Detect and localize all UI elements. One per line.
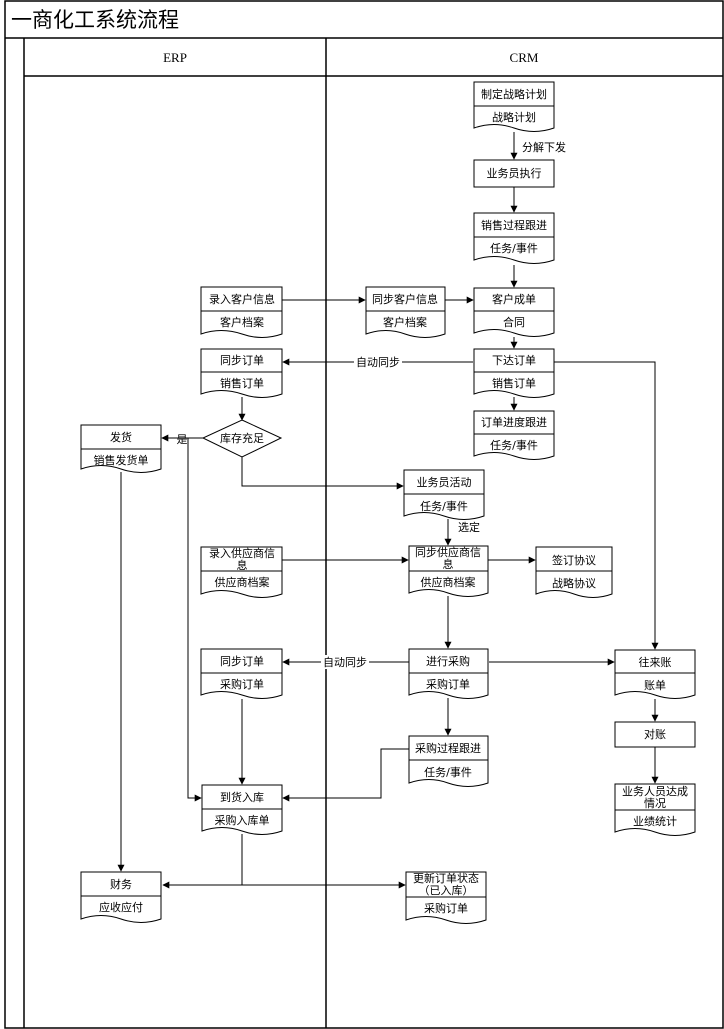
node-perf-top1: 业务人员达成 bbox=[622, 785, 688, 798]
node-syncorder1-bottom: 销售订单 bbox=[220, 376, 264, 390]
edge-stock-activity bbox=[241, 457, 404, 490]
node-custsync-top: 同步客户信息 bbox=[372, 292, 438, 306]
node-syncorder2-top: 同步订单 bbox=[220, 655, 264, 668]
node-account-top: 往来账 bbox=[639, 655, 672, 669]
node-ordertrack-top: 订单进度跟进 bbox=[481, 415, 547, 429]
node-ordertrack-bottom: 任务/事件 bbox=[490, 439, 538, 452]
node-custsync: 同步客户信息 客户档案 bbox=[365, 286, 446, 338]
node-ship-bottom: 销售发货单 bbox=[94, 453, 149, 467]
node-activity-bottom: 任务/事件 bbox=[420, 500, 468, 513]
node-reconcile: 对账 bbox=[614, 721, 696, 748]
node-finance-bottom: 应收应付 bbox=[99, 900, 143, 914]
edge-label-autosync-1: 自动同步 bbox=[356, 356, 400, 369]
node-stock-label: 库存充足 bbox=[220, 431, 264, 445]
node-supinfo: 录入供应商信 息 供应商档案 bbox=[200, 546, 283, 598]
node-activity-top: 业务员活动 bbox=[417, 476, 472, 489]
node-ship-top: 发货 bbox=[110, 430, 132, 444]
node-agree-top: 签订协议 bbox=[552, 553, 596, 567]
node-finance: 财务 应收应付 bbox=[80, 871, 162, 923]
lane-header-crm: CRM bbox=[510, 50, 539, 65]
node-supsync-top1: 同步供应商信 bbox=[415, 545, 481, 559]
node-agree: 签订协议 战略协议 bbox=[535, 546, 613, 598]
node-plan: 制定战略计划 战略计划 bbox=[473, 81, 555, 132]
node-update-bottom: 采购订单 bbox=[424, 901, 468, 915]
node-stockin-bottom: 采购入库单 bbox=[215, 813, 270, 827]
node-perf-bottom: 业绩统计 bbox=[633, 815, 677, 828]
node-placeorder: 下达订单 销售订单 bbox=[473, 348, 555, 398]
node-stockin: 到货入库 采购入库单 bbox=[201, 784, 283, 835]
node-account-bottom: 账单 bbox=[644, 679, 666, 692]
node-custdeal: 客户成单 合同 bbox=[473, 287, 555, 337]
lane-header-erp: ERP bbox=[163, 50, 187, 65]
node-perf-top2: 情况 bbox=[644, 797, 666, 810]
node-syncorder2-bottom: 采购订单 bbox=[220, 677, 264, 691]
diagram-title: 一商化工系统流程 bbox=[11, 8, 179, 32]
node-supinfo-top2: 息 bbox=[237, 558, 248, 572]
node-activity: 业务员活动 任务/事件 bbox=[403, 469, 485, 520]
edge-label-decompose: 分解下发 bbox=[522, 140, 566, 154]
node-account: 往来账 账单 bbox=[614, 649, 696, 699]
edge-placeorder-account bbox=[554, 361, 659, 650]
node-stockin-top: 到货入库 bbox=[220, 790, 264, 804]
node-reconcile-label: 对账 bbox=[644, 727, 666, 741]
node-purchase-top: 进行采购 bbox=[426, 654, 470, 668]
node-salestrack: 销售过程跟进 任务/事件 bbox=[473, 212, 555, 264]
edge-label-autosync-2: 自动同步 bbox=[323, 656, 367, 669]
node-finance-top: 财务 bbox=[110, 877, 132, 891]
node-custinfo-top: 录入客户信息 bbox=[209, 292, 275, 306]
node-placeorder-top: 下达订单 bbox=[492, 354, 536, 367]
node-custsync-bottom: 客户档案 bbox=[383, 315, 427, 329]
node-ordertrack: 订单进度跟进 任务/事件 bbox=[473, 410, 555, 460]
node-plan-top: 制定战略计划 bbox=[481, 87, 547, 101]
node-syncorder1-top: 同步订单 bbox=[220, 354, 264, 367]
node-purtrack: 采购过程跟进 任务/事件 bbox=[408, 735, 489, 787]
node-update: 更新订单状态 （已入库） 采购订单 bbox=[405, 871, 487, 924]
node-purchase-bottom: 采购订单 bbox=[426, 677, 470, 691]
node-agree-bottom: 战略协议 bbox=[552, 576, 596, 590]
node-exec: 业务员执行 bbox=[473, 159, 555, 188]
connectors bbox=[117, 132, 659, 889]
node-supsync: 同步供应商信 息 供应商档案 bbox=[408, 545, 489, 597]
node-supsync-bottom: 供应商档案 bbox=[421, 575, 476, 589]
node-exec-label: 业务员执行 bbox=[487, 166, 542, 180]
node-update-top2: （已入库） bbox=[419, 884, 474, 897]
node-salestrack-top: 销售过程跟进 bbox=[481, 218, 547, 232]
node-perf: 业务人员达成 情况 业绩统计 bbox=[614, 783, 696, 836]
node-syncorder2: 同步订单 采购订单 bbox=[200, 648, 283, 699]
node-syncorder1: 同步订单 销售订单 bbox=[200, 348, 283, 398]
node-stock-decision: 库存充足 bbox=[201, 419, 283, 458]
node-custinfo-bottom: 客户档案 bbox=[220, 315, 264, 329]
node-purtrack-top: 采购过程跟进 bbox=[415, 741, 481, 755]
node-purchase: 进行采购 采购订单 bbox=[408, 648, 489, 699]
edge-label-yes: 是 bbox=[177, 433, 188, 446]
node-placeorder-bottom: 销售订单 bbox=[492, 376, 536, 390]
node-plan-bottom: 战略计划 bbox=[492, 110, 536, 124]
node-supsync-top2: 息 bbox=[443, 557, 454, 571]
node-ship: 发货 销售发货单 bbox=[80, 424, 162, 473]
edge-stock-stockin bbox=[187, 437, 204, 802]
nodes: 制定战略计划 战略计划 业务员执行 销售过程跟进 任务/事件 录入客户信息 客户… bbox=[80, 81, 696, 924]
node-custinfo: 录入客户信息 客户档案 bbox=[200, 286, 283, 338]
node-custdeal-bottom: 合同 bbox=[503, 315, 525, 329]
node-update-top1: 更新订单状态 bbox=[413, 871, 479, 885]
edge-purtrack-stockin bbox=[282, 748, 409, 802]
node-salestrack-bottom: 任务/事件 bbox=[490, 242, 538, 255]
node-custdeal-top: 客户成单 bbox=[492, 292, 536, 306]
node-supinfo-top1: 录入供应商信 bbox=[209, 546, 275, 560]
node-supinfo-bottom: 供应商档案 bbox=[215, 575, 270, 589]
pool-frame bbox=[4, 0, 724, 1029]
node-purtrack-bottom: 任务/事件 bbox=[424, 766, 472, 779]
edge-stockin-finance bbox=[162, 834, 243, 889]
edge-label-select: 选定 bbox=[458, 520, 480, 534]
